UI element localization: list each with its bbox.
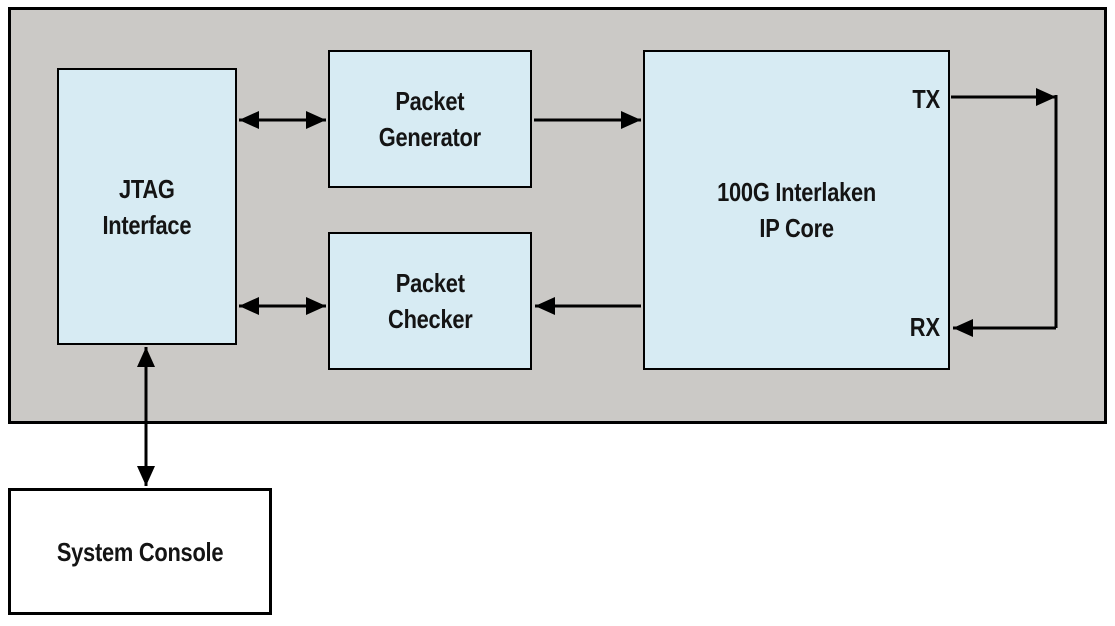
- tx-port-label: TX: [912, 84, 940, 114]
- block-100g-interlaken-ip-core: 100G Interlaken IP Core TX RX: [643, 50, 950, 370]
- packet-checker-label: Packet Checker: [387, 268, 473, 334]
- block-packet-checker: Packet Checker: [328, 232, 532, 370]
- block-system-console: System Console: [8, 488, 272, 615]
- block-packet-generator: Packet Generator: [328, 50, 532, 188]
- jtag-interface-label: JTAG Interface: [102, 173, 192, 240]
- rx-port-label: RX: [909, 312, 940, 342]
- block-jtag-interface: JTAG Interface: [57, 68, 237, 345]
- packet-generator-label: Packet Generator: [378, 86, 482, 152]
- system-console-label: System Console: [56, 536, 224, 567]
- ip-core-label: 100G Interlaken IP Core: [717, 177, 876, 243]
